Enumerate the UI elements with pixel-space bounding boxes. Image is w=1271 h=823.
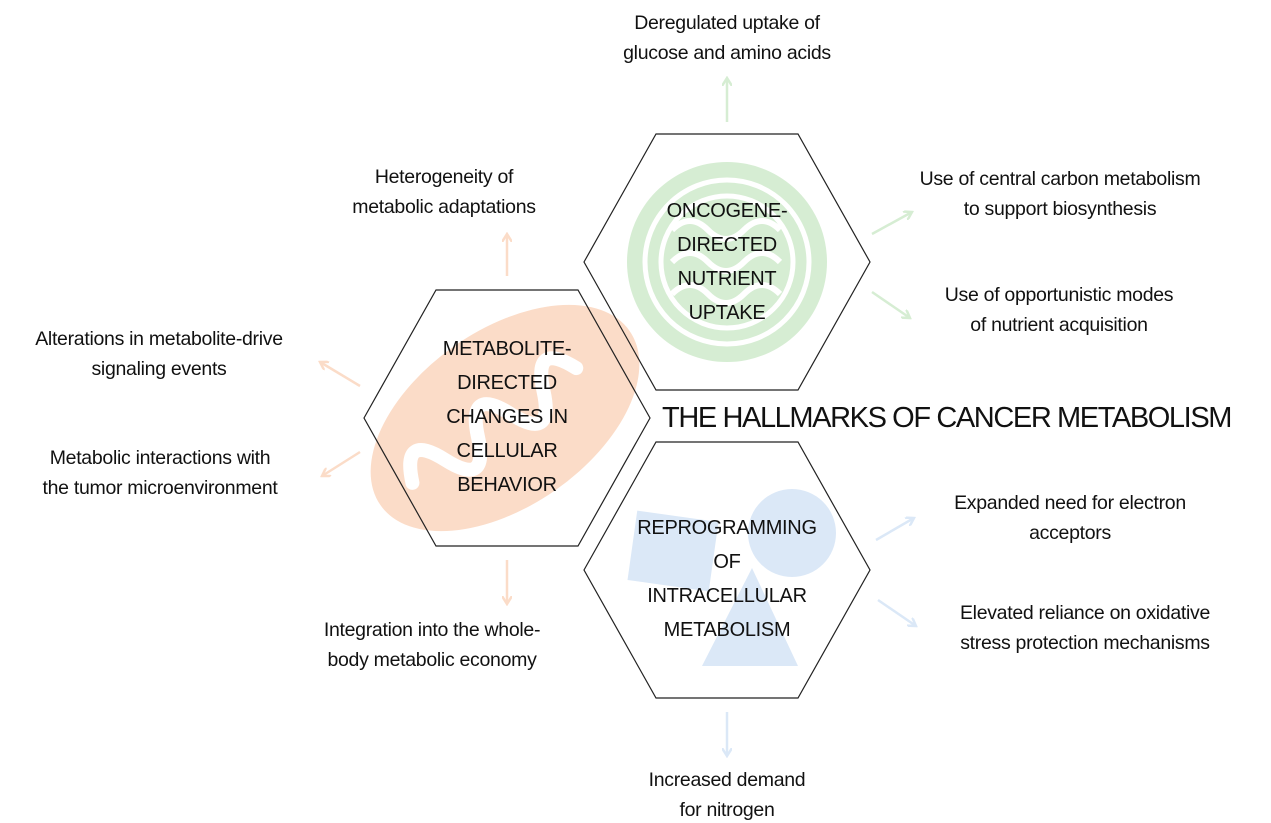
hexagon-title-line: INTRACELLULAR [647,585,807,607]
label-line: Integration into the whole- [323,619,541,641]
arrow-bottom-right-1 [875,518,914,542]
arrow-left-left-2 [322,450,361,476]
label-metabolite-signaling: Alterations in metabolite-drive signalin… [4,324,314,384]
green-mitochondrion-icon [627,162,827,362]
label-central-carbon: Use of central carbon metabolism to supp… [880,164,1240,224]
label-line: Deregulated uptake of [634,12,820,34]
label-tumor-microenvironment: Metabolic interactions with the tumor mi… [10,443,310,503]
label-line: the tumor microenvironment [42,477,278,499]
hexagon-title-metabolite: METABOLITE- DIRECTED CHANGES IN CELLULAR… [407,332,607,502]
hexagon-title-line: METABOLITE- [442,338,572,360]
label-nitrogen-demand: Increased demand for nitrogen [607,765,847,823]
label-line: body metabolic economy [327,649,537,671]
label-line: Metabolic interactions with [49,447,271,469]
diagram-title: THE HALLMARKS OF CANCER METABOLISM [662,402,1232,434]
hexagon-title-line: REPROGRAMMING [637,517,817,539]
label-line: stress protection mechanisms [960,632,1210,654]
label-line: for nitrogen [679,799,775,821]
left-hexagon [363,289,651,547]
hexagon-title-line: UPTAKE [688,302,766,324]
label-line: of nutrient acquisition [970,314,1148,336]
hexagon-title-line: DIRECTED [457,372,557,394]
label-line: Alterations in metabolite-drive [35,328,283,350]
hexagon-title-reprogramming: REPROGRAMMING OF INTRACELLULAR METABOLIS… [607,511,847,647]
label-electron-acceptors: Expanded need for electron acceptors [920,488,1220,548]
arrow-left-left-1 [320,362,361,388]
label-line: acceptors [1029,522,1111,544]
hexagon-title-oncogene: ONCOGENE- DIRECTED NUTRIENT UPTAKE [627,194,827,330]
hexagon-title-line: OF [713,551,741,573]
label-line: metabolic adaptations [352,196,536,218]
orange-mitochondrion-icon [370,304,640,532]
label-heterogeneity: Heterogeneity of metabolic adaptations [314,162,574,222]
label-line: glucose and amino acids [623,42,831,64]
label-line: signaling events [91,358,227,380]
hexagon-title-line: BEHAVIOR [457,474,557,496]
hexagon-title-line: METABOLISM [663,619,791,641]
arrow-top-right-1 [871,212,912,236]
hexagon-title-line: ONCOGENE- [666,200,788,222]
hexagon-title-line: DIRECTED [677,234,777,256]
label-line: Expanded need for electron [954,492,1186,514]
label-deregulated-uptake: Deregulated uptake of glucose and amino … [567,8,887,68]
label-line: Increased demand [648,769,806,791]
label-oxidative-stress: Elevated reliance on oxidative stress pr… [920,598,1250,658]
label-line: Use of opportunistic modes [944,284,1174,306]
label-opportunistic-modes: Use of opportunistic modes of nutrient a… [899,280,1219,340]
top-hexagon [583,133,871,391]
bottom-hexagon [583,441,871,699]
blue-shapes-icon [627,489,836,666]
hexagon-title-line: CHANGES IN [446,406,568,428]
arrow-bottom-right-2 [877,598,916,626]
label-line: Elevated reliance on oxidative [959,602,1211,624]
label-line: to support biosynthesis [963,198,1157,220]
hexagon-title-line: NUTRIENT [677,268,777,290]
label-whole-body-economy: Integration into the whole- body metabol… [292,615,572,675]
arrow-top-right-2 [871,290,910,318]
label-line: Use of central carbon metabolism [919,168,1201,190]
label-line: Heterogeneity of [374,166,514,188]
hexagon-title-line: CELLULAR [456,440,558,462]
